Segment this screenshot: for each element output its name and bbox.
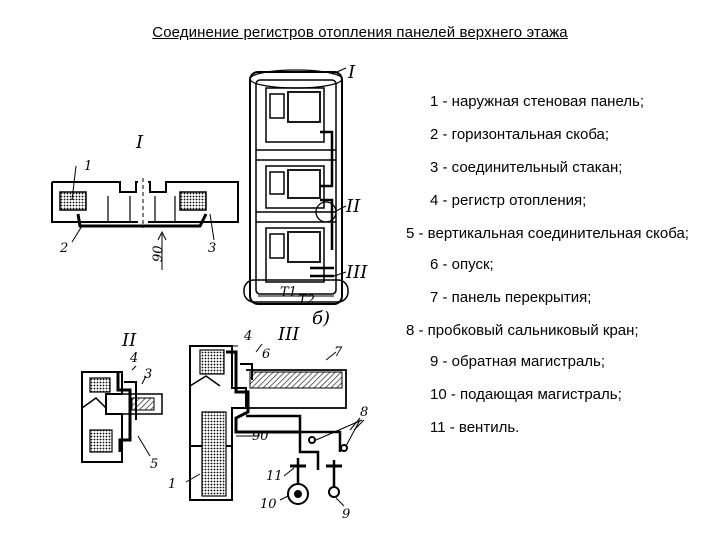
detail-III: III 4 6 7 8 90 1 11 10 9 (168, 324, 368, 522)
label-t2: T2 (298, 293, 315, 308)
label-roman-II-elev: II (345, 196, 361, 217)
legend-item-11: 11 - вентиль. (430, 419, 520, 436)
label-roman-III-elev: III (345, 262, 368, 283)
label-1-detail-III: 1 (168, 477, 176, 492)
detail-I: I 1 2 3 90 (51, 132, 239, 270)
label-3-detail-I: 3 (208, 241, 216, 256)
dim-90-detail-III: 90 (252, 429, 269, 444)
label-5-detail-II: 5 (150, 457, 158, 472)
label-9-detail-III: 9 (342, 507, 350, 522)
dim-90-detail-I: 90 (151, 245, 166, 262)
label-t1: T1 (280, 285, 297, 300)
legend-item-6: 6 - опуск; (430, 256, 494, 273)
label-roman-I-elev: I (347, 62, 356, 83)
legend-item-10: 10 - подающая магистраль; (430, 386, 622, 403)
detail-II: II 4 3 5 (81, 330, 163, 472)
legend-item-8: 8 - пробковый сальниковый кран; (406, 322, 639, 339)
label-sub-b: б) (312, 308, 330, 329)
legend-item-3: 3 - соединительный стакан; (430, 159, 623, 176)
label-4-detail-III: 4 (243, 329, 252, 344)
legend-item-2: 2 - горизонтальная скоба; (430, 126, 610, 143)
legend-item-7: 7 - панель перекрытия; (430, 289, 592, 306)
label-11-detail-III: 11 (266, 469, 283, 484)
label-10-detail-III: 10 (260, 497, 277, 512)
legend-item-9: 9 - обратная магистраль; (430, 353, 606, 370)
label-8-detail-III: 8 (360, 405, 368, 420)
label-4-detail-II: 4 (129, 351, 138, 366)
label-7-detail-III: 7 (334, 345, 343, 360)
detail-II-label: II (121, 330, 137, 351)
elevation-b: I II III T1 T2 б) (243, 62, 368, 329)
label-1-detail-I: 1 (84, 159, 92, 174)
detail-III-label: III (277, 324, 300, 345)
label-3-detail-II: 3 (144, 367, 152, 382)
label-2-detail-I: 2 (59, 241, 68, 256)
label-6-detail-III: 6 (262, 347, 270, 362)
page-title: Соединение регистров отопления панелей в… (152, 24, 568, 41)
legend-item-4: 4 - регистр отопления; (430, 192, 587, 209)
legend-item-5: 5 - вертикальная соединительная скоба; (406, 225, 689, 242)
legend-list: 1 - наружная стеновая панель; 2 - горизо… (406, 92, 706, 451)
detail-I-label: I (135, 132, 144, 153)
legend-item-1: 1 - наружная стеновая панель; (430, 93, 645, 110)
